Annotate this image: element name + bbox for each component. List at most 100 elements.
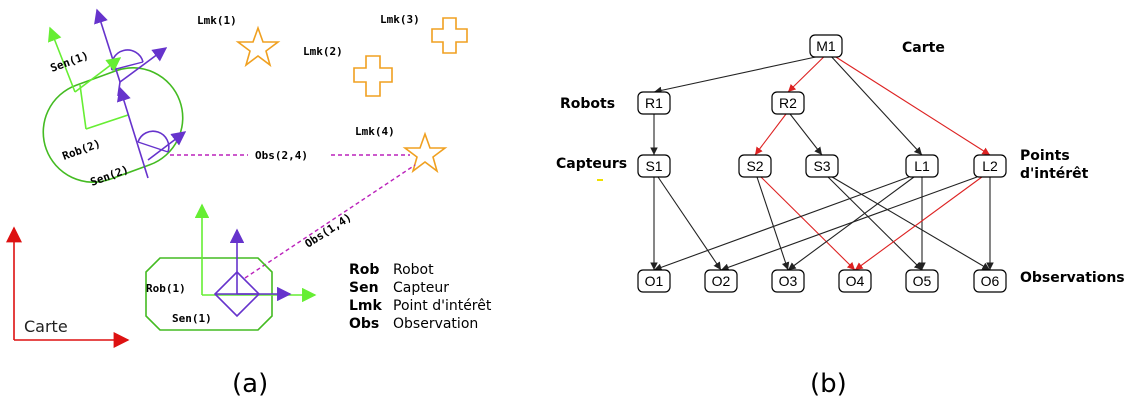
node-s2: S2 xyxy=(738,154,772,178)
landmarks xyxy=(235,17,468,174)
robot-1 xyxy=(145,203,317,331)
sensor-2-base xyxy=(137,141,169,153)
node-r2: R2 xyxy=(771,91,805,115)
label-sen2: Sen(2) xyxy=(89,163,131,189)
edge-s2-o3 xyxy=(756,176,790,271)
edge-l2-o4 xyxy=(854,176,983,271)
edge-m1-l2 xyxy=(835,56,991,156)
edge-l2-o2 xyxy=(720,176,978,271)
label-sen1: Sen(1) xyxy=(172,312,212,325)
world-frame-r2-x xyxy=(74,57,122,93)
node-label: M1 xyxy=(816,38,836,54)
node-box xyxy=(973,269,1007,293)
landmark-2-cross xyxy=(353,55,393,97)
label-lmk1: Lmk(1) xyxy=(197,14,237,27)
edge-m1-r1 xyxy=(653,56,816,95)
node-o6: O6 xyxy=(973,269,1007,293)
node-o5: O5 xyxy=(905,269,939,293)
obs-2-4-label-bg xyxy=(248,148,328,162)
label-points: Points xyxy=(1020,148,1070,164)
label-rob1: Rob(1) xyxy=(146,282,186,295)
obs-1-4-line xyxy=(244,164,416,279)
node-box xyxy=(905,154,939,178)
label-carte-b: Carte xyxy=(902,40,945,56)
edge-l1-o3 xyxy=(787,176,915,271)
label-interet: d'intérêt xyxy=(1020,166,1089,182)
sensor-2 xyxy=(116,86,187,179)
node-box xyxy=(637,154,671,178)
robot-1-body xyxy=(145,257,273,331)
edge-s2-o4 xyxy=(760,176,856,271)
edge-m1-l1 xyxy=(831,56,923,156)
node-box xyxy=(771,91,805,115)
label-robots: Robots xyxy=(560,96,615,112)
node-label: S2 xyxy=(746,158,763,174)
robot-2 xyxy=(42,67,184,183)
label-observations: Observations xyxy=(1020,270,1125,286)
sensor-top-axis-x xyxy=(119,47,168,83)
node-label: O1 xyxy=(645,273,664,289)
panel-a: Sen(1) Rob(2) Sen(2) Lmk(1) Lmk(3) Lmk(2… xyxy=(6,8,492,399)
node-r1: R1 xyxy=(637,91,671,115)
landmark-1-star xyxy=(235,25,281,68)
node-box xyxy=(637,91,671,115)
node-o4: O4 xyxy=(838,269,872,293)
label-rob2: Rob(2) xyxy=(61,137,103,163)
label-lmk2: Lmk(2) xyxy=(303,45,343,58)
node-label: S3 xyxy=(813,158,830,174)
caption-a: (a) xyxy=(232,369,268,399)
robot-2-frame-x xyxy=(85,114,129,130)
robot-2-frame-y xyxy=(79,84,87,130)
sensor-1-body xyxy=(213,270,261,318)
label-capteurs: Capteurs xyxy=(556,156,627,172)
legend-abbr-lmk: Lmk xyxy=(349,298,383,314)
label-lmk4: Lmk(4) xyxy=(355,125,395,138)
legend-text-obs: Observation xyxy=(393,316,478,332)
legend-text-rob: Robot xyxy=(393,262,434,278)
legend-abbr-obs: Obs xyxy=(349,316,379,332)
node-label: R1 xyxy=(645,95,663,111)
node-s1: S1 xyxy=(637,154,671,178)
landmark-4-star xyxy=(402,131,448,174)
node-box xyxy=(838,269,872,293)
label-obs24: Obs(2,4) xyxy=(255,149,308,162)
node-o1: O1 xyxy=(637,269,671,293)
sensor-2-axis-x xyxy=(147,131,187,161)
sensor-2-dome xyxy=(137,130,170,153)
node-box xyxy=(905,269,939,293)
edge-l1-o1 xyxy=(653,176,910,271)
node-label: O6 xyxy=(981,273,1000,289)
node-m1: M1 xyxy=(809,34,843,58)
node-box xyxy=(738,154,772,178)
landmark-3-cross xyxy=(431,17,468,54)
node-o2: O2 xyxy=(704,269,738,293)
node-o3: O3 xyxy=(771,269,805,293)
node-box xyxy=(805,154,839,178)
edge-s3-o5 xyxy=(827,176,923,271)
edge-r2-s2 xyxy=(754,113,787,156)
legend-abbr-sen: Sen xyxy=(349,280,379,296)
label-obs14: Obs(1,4) xyxy=(303,211,355,251)
node-box xyxy=(637,269,671,293)
node-box xyxy=(704,269,738,293)
node-box xyxy=(771,269,805,293)
node-label: O3 xyxy=(779,273,798,289)
label-sen1-top: Sen(1) xyxy=(49,49,91,75)
label-carte-a: Carte xyxy=(24,317,68,336)
legend-text-lmk: Point d'intérêt xyxy=(393,298,492,314)
caption-b: (b) xyxy=(810,369,847,399)
label-lmk3: Lmk(3) xyxy=(380,13,420,26)
graph-edges xyxy=(650,56,994,271)
legend-abbr-rob: Rob xyxy=(349,262,379,278)
edge-m1-r2 xyxy=(787,56,825,93)
sensor-top xyxy=(48,8,168,97)
node-label: L1 xyxy=(914,158,930,174)
node-label: O2 xyxy=(712,273,731,289)
node-label: S1 xyxy=(645,158,662,174)
world-frame-r2-y xyxy=(48,26,76,93)
legend: Rob Robot Sen Capteur Lmk Point d'intérê… xyxy=(349,262,492,332)
node-box xyxy=(973,154,1007,178)
